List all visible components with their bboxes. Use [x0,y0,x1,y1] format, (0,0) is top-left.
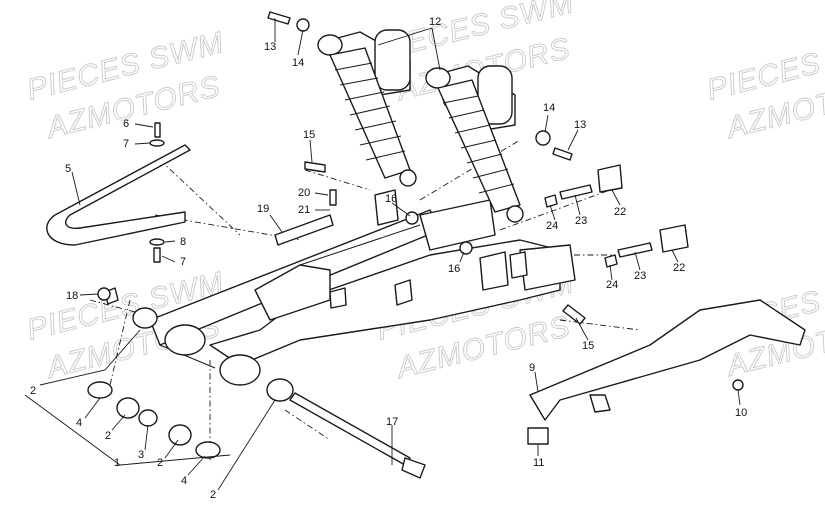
callout-14: 14 [543,102,555,114]
callout-9: 9 [529,362,535,374]
pivot-hardware [87,287,426,479]
callout-labels: 13 14 12 14 13 6 7 5 8 7 15 20 21 19 16 … [30,16,747,501]
callout-13: 13 [264,41,276,53]
callout-12: 12 [429,16,441,28]
callout-10: 10 [735,407,747,419]
callout-21: 21 [298,204,310,216]
callout-1: 1 [114,457,120,469]
callout-4: 4 [181,475,187,487]
callout-6: 6 [123,118,129,130]
callout-24: 24 [546,220,558,232]
callout-5: 5 [65,163,71,175]
callout-2: 2 [105,430,111,442]
chain-slider [46,144,191,246]
callout-2: 2 [30,385,36,397]
leader-lines [24,18,741,491]
callout-18: 18 [66,290,78,302]
callout-11: 11 [533,457,544,469]
callout-22: 22 [673,262,685,274]
swingarm [149,189,576,386]
callout-13: 13 [574,119,586,131]
callout-23: 23 [634,270,646,282]
callout-14: 14 [292,57,304,69]
chain-guard [527,299,806,445]
callout-19: 19 [257,203,269,215]
callout-15: 15 [582,340,594,352]
callout-17: 17 [386,416,398,428]
shock-absorber-left [317,29,417,187]
shock-absorber-right [425,65,524,223]
callout-2: 2 [157,457,163,469]
callout-7: 7 [123,138,129,150]
callout-23: 23 [575,215,587,227]
callout-15: 15 [303,129,315,141]
callout-22: 22 [614,206,626,218]
callout-16: 16 [385,193,397,205]
callout-3: 3 [138,449,144,461]
callout-7: 7 [180,256,186,268]
callout-2: 2 [210,489,216,501]
callout-24: 24 [606,279,618,291]
callout-20: 20 [298,187,310,199]
callout-16: 16 [448,263,460,275]
callout-8: 8 [180,236,186,248]
callout-4: 4 [76,417,82,429]
